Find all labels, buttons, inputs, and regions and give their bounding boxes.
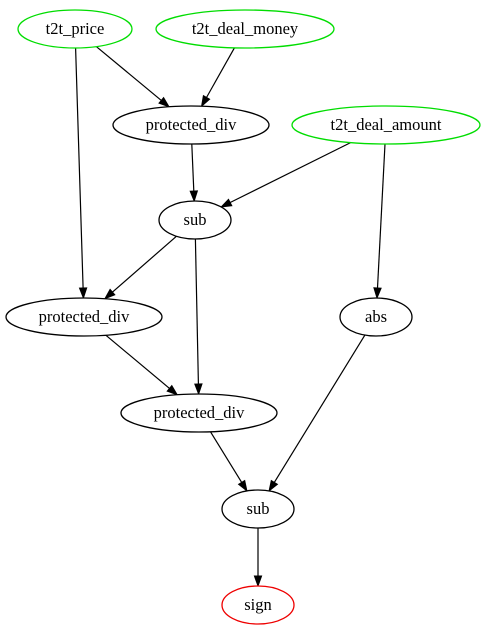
arrowhead-icon: [158, 96, 171, 108]
edge-amount-to-abs: [373, 143, 386, 300]
node-ellipse: [112, 105, 270, 145]
node-t2t-price: t2t_price: [17, 9, 133, 49]
edge-line: [105, 334, 170, 389]
arrowhead-icon: [189, 190, 199, 203]
node-label: abs: [365, 307, 387, 326]
edge-line: [75, 47, 84, 289]
node-ellipse: [120, 393, 278, 433]
edge-money-to-pd1: [200, 47, 235, 108]
edge-price-to-pd1: [95, 46, 171, 108]
node-protected-div: protected_div: [5, 297, 163, 337]
node-ellipse: [17, 9, 133, 49]
edge-line: [194, 238, 199, 385]
edge-line: [95, 46, 162, 101]
edge-pd1-to-sub1: [189, 143, 199, 203]
node-label: sign: [244, 595, 272, 614]
node-ellipse: [158, 200, 232, 240]
node-label: protected_div: [154, 403, 245, 422]
edge-line: [209, 431, 243, 483]
node-ellipse: [5, 297, 163, 337]
edge-line: [112, 235, 177, 293]
edge-abs-to-sub2: [268, 334, 366, 493]
node-ellipse: [339, 297, 413, 337]
edge-line: [191, 143, 195, 192]
edge-line: [229, 142, 351, 204]
arrowhead-icon: [219, 198, 233, 208]
nodes-layer: t2t_price t2t_deal_money protected_div t2t_…: [5, 9, 481, 625]
node-ellipse: [291, 105, 481, 145]
arrowhead-icon: [200, 94, 211, 108]
node-ellipse: [155, 9, 335, 49]
edge-sub2-to-sign: [253, 528, 263, 588]
edges-layer: [75, 46, 386, 588]
arrowhead-icon: [373, 287, 382, 300]
node-sub: sub: [158, 200, 232, 240]
edge-line: [273, 334, 366, 483]
arrowhead-icon: [103, 288, 116, 300]
node-label: sub: [247, 499, 270, 518]
edge-price-to-pd2: [75, 47, 88, 300]
node-label: t2t_price: [46, 19, 105, 38]
arrowhead-icon: [268, 479, 279, 493]
node-label: sub: [184, 210, 207, 229]
node-t2t-deal-amount: t2t_deal_amount: [291, 105, 481, 145]
node-abs: abs: [339, 297, 413, 337]
node-t2t-deal-money: t2t_deal_money: [155, 9, 335, 49]
edge-sub1-to-pd2: [103, 235, 177, 300]
node-ellipse: [221, 489, 295, 529]
node-ellipse: [221, 585, 295, 625]
node-label: protected_div: [39, 307, 130, 326]
node-sub: sub: [221, 489, 295, 529]
edge-amount-to-sub1: [219, 142, 351, 208]
arrowhead-icon: [166, 384, 179, 396]
edge-line: [376, 143, 386, 289]
edge-sub1-to-pd3: [194, 238, 203, 396]
node-sign: sign: [221, 585, 295, 625]
edge-pd2-to-pd3: [105, 334, 179, 396]
arrowhead-icon: [78, 287, 88, 300]
arrowhead-icon: [194, 383, 203, 396]
node-label: t2t_deal_money: [192, 19, 299, 38]
arrowhead-icon: [253, 575, 263, 588]
node-label: protected_div: [146, 115, 237, 134]
node-label: t2t_deal_amount: [331, 115, 442, 134]
edge-pd3-to-sub2: [209, 431, 248, 493]
node-protected-div: protected_div: [112, 105, 270, 145]
edge-line: [205, 47, 235, 98]
arrowhead-icon: [237, 479, 248, 493]
node-protected-div: protected_div: [120, 393, 278, 433]
